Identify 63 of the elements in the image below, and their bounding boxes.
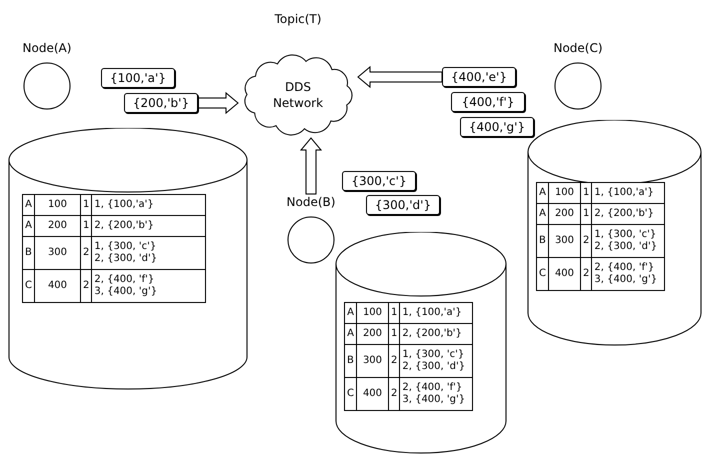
node-label: Node(A) [22, 40, 72, 56]
message-box: {100,'a'} [101, 68, 175, 88]
table-cell: B [344, 344, 356, 378]
table-cell: 100 [356, 302, 388, 324]
table-cell: C [344, 378, 356, 410]
table-cell: A [536, 182, 548, 204]
table-cell: C [536, 258, 548, 290]
hollow-arrow [300, 137, 322, 194]
table-cell: 2 [580, 258, 592, 290]
hollow-arrow [357, 66, 442, 88]
table-cell: 1, {100,'a'} [592, 182, 665, 204]
table-cell: 2, {200,'b'} [92, 216, 206, 236]
table-cell: 1 [580, 204, 592, 224]
table-cell: 300 [548, 224, 580, 258]
table-cell: 2 [388, 344, 400, 378]
table-cell: 400 [356, 378, 388, 410]
node-label: Node(C) [553, 40, 603, 56]
table-cell: 2, {400, 'f'} 3, {400, 'g'} [592, 258, 665, 290]
table-cell: 2, {400, 'f'} 3, {400, 'g'} [400, 378, 473, 410]
table-cell: 2, {200,'b'} [400, 324, 473, 344]
table-cell: 300 [356, 344, 388, 378]
table-cell: B [22, 236, 34, 270]
table-cell: B [536, 224, 548, 258]
table-cell: A [536, 204, 548, 224]
message-box: {400,'e'} [442, 67, 516, 87]
table-cell: 1, {300, 'c'} 2, {300, 'd'} [592, 224, 665, 258]
node-label: Node(B) [286, 194, 336, 210]
table-cell: 1, {300, 'c'} 2, {300, 'd'} [400, 344, 473, 378]
table-cell: 1, {100,'a'} [400, 302, 473, 324]
table-cell: C [22, 270, 34, 302]
message-box: {300,'c'} [342, 171, 416, 191]
table-cell: 1, {100,'a'} [92, 194, 206, 216]
table-cell: A [344, 302, 356, 324]
table-cell: 2 [388, 378, 400, 410]
table-cell: 2 [580, 224, 592, 258]
table-cell: 2, {400, 'f'} 3, {400, 'g'} [92, 270, 206, 302]
table-cell: 400 [548, 258, 580, 290]
hollow-arrow [198, 92, 239, 114]
message-box: {200,'b'} [124, 93, 198, 113]
table-cell: 200 [34, 216, 80, 236]
table-cell: 1 [388, 302, 400, 324]
table-cell: 400 [34, 270, 80, 302]
table-cell: 300 [34, 236, 80, 270]
table-cell: 1 [80, 194, 92, 216]
message-box: {400,'g'} [460, 117, 534, 137]
message-box: {300,'d'} [366, 195, 440, 215]
table-cell: 2, {200,'b'} [592, 204, 665, 224]
table-cell: A [344, 324, 356, 344]
table-cell: 200 [548, 204, 580, 224]
topic-label: Topic(T) [274, 11, 322, 28]
table-cell: 200 [356, 324, 388, 344]
message-box: {400,'f'} [451, 92, 525, 112]
table-cell: 2 [80, 270, 92, 302]
table-cell: 100 [548, 182, 580, 204]
table-cell: 1 [388, 324, 400, 344]
table-cell: A [22, 194, 34, 216]
table-cell: 1, {300, 'c'} 2, {300, 'd'} [92, 236, 206, 270]
table-cell: A [22, 216, 34, 236]
table-cell: 1 [80, 216, 92, 236]
table-cell: 2 [80, 236, 92, 270]
table-cell: 1 [580, 182, 592, 204]
cloud-label: DDS Network [272, 79, 324, 111]
table-cell: 100 [34, 194, 80, 216]
